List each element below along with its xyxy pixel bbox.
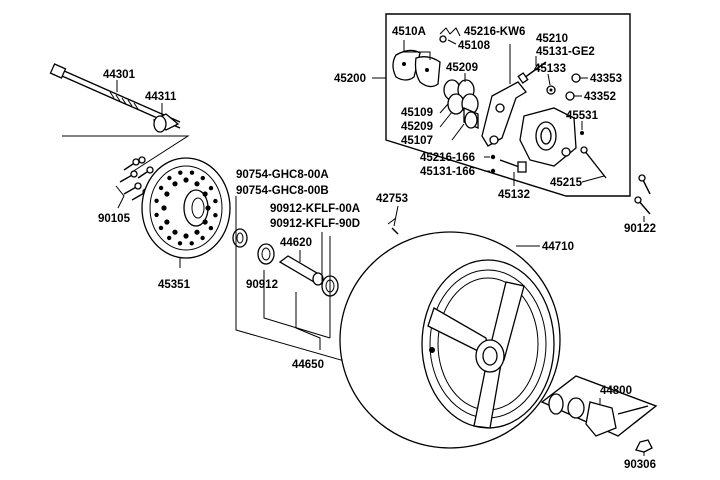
label-45210: 45210 bbox=[536, 33, 568, 45]
label-45216kw6: 45216-KW6 bbox=[464, 26, 525, 38]
oil-seal-left bbox=[232, 228, 248, 248]
disc-vent-hole bbox=[213, 213, 218, 218]
label-43352: 43352 bbox=[584, 91, 616, 103]
leader-44650 bbox=[295, 292, 321, 350]
disc-vent-hole bbox=[183, 177, 189, 183]
label-90754b: 90754-GHC8-00B bbox=[236, 185, 329, 197]
label-90105: 90105 bbox=[98, 213, 131, 225]
leader-45209b bbox=[439, 111, 453, 128]
label-45531: 45531 bbox=[566, 110, 599, 122]
label-90912b: 90912-KFLF-90D bbox=[270, 218, 360, 230]
disc-vent-hole bbox=[200, 235, 205, 241]
label-45131ge2: 45131-GE2 bbox=[536, 46, 595, 58]
disc-vent-hole bbox=[205, 205, 211, 211]
label-44620: 44620 bbox=[280, 237, 312, 249]
disc-vent-hole bbox=[208, 185, 214, 191]
disc-vent-hole bbox=[164, 191, 170, 197]
label-44311: 44311 bbox=[145, 91, 177, 103]
label-44710: 44710 bbox=[542, 241, 574, 253]
label-45108: 45108 bbox=[458, 40, 491, 52]
label-90912: 90912 bbox=[246, 279, 278, 291]
speedometer-gearbox bbox=[540, 375, 658, 437]
axle-collar bbox=[152, 113, 180, 133]
leader-45107 bbox=[451, 123, 465, 141]
label-44301: 44301 bbox=[103, 69, 136, 81]
disc-vent-hole bbox=[164, 219, 170, 225]
label-90912a: 90912-KFLF-00A bbox=[270, 203, 360, 215]
brake-disc bbox=[141, 157, 231, 259]
disc-vent-hole bbox=[208, 225, 214, 231]
label-4510A: 4510A bbox=[392, 26, 426, 38]
label-45215: 45215 bbox=[550, 177, 583, 189]
disc-vent-hole bbox=[172, 229, 178, 235]
distance-sleeve bbox=[278, 255, 324, 286]
label-45109: 45109 bbox=[401, 107, 433, 119]
pad-spring bbox=[439, 27, 461, 43]
label-90306: 90306 bbox=[624, 459, 656, 471]
disc-vent-hole bbox=[167, 175, 172, 181]
brake-pads bbox=[392, 49, 441, 88]
label-45132: 45132 bbox=[498, 189, 530, 201]
label-45209a: 45209 bbox=[446, 62, 478, 74]
axle-guide-lines bbox=[62, 135, 190, 173]
leader-42753 bbox=[393, 205, 399, 227]
leader-90912 bbox=[263, 270, 331, 339]
label-42753: 42753 bbox=[376, 193, 408, 205]
caliper-bracket bbox=[481, 81, 527, 147]
disc-vent-hole bbox=[178, 170, 183, 175]
label-45107: 45107 bbox=[401, 135, 433, 147]
leader-45215 bbox=[581, 175, 605, 183]
label-45133: 45133 bbox=[534, 63, 566, 75]
label-45131_166: 45131-166 bbox=[420, 166, 475, 178]
leader-45133 bbox=[547, 73, 551, 86]
tire-valve bbox=[387, 217, 399, 235]
disc-vent-hole bbox=[167, 235, 172, 241]
caliper-assembly-frame bbox=[385, 13, 631, 197]
disc-vent-hole bbox=[200, 175, 205, 181]
disc-vent-hole bbox=[189, 241, 194, 246]
disc-vent-hole bbox=[189, 170, 195, 175]
mount-bolt-set bbox=[490, 154, 527, 174]
slide-pin bbox=[580, 146, 607, 179]
disc-vent-hole bbox=[202, 219, 208, 225]
disc-vent-hole bbox=[202, 191, 208, 197]
caliper-bolt bbox=[517, 61, 547, 84]
caliper-pistons bbox=[443, 79, 479, 129]
disc-vent-hole bbox=[154, 198, 159, 203]
disc-vent-hole bbox=[154, 212, 159, 218]
bearing-left bbox=[257, 243, 275, 265]
label-45200: 45200 bbox=[334, 73, 366, 85]
caliper-mount-bolts bbox=[634, 174, 651, 215]
label-90122: 90122 bbox=[624, 223, 656, 235]
disc-vent-hole bbox=[158, 185, 164, 191]
label-45216_166: 45216-166 bbox=[420, 152, 475, 164]
disc-vent-hole bbox=[194, 229, 200, 235]
axle-nut bbox=[635, 439, 653, 453]
front-wheel bbox=[339, 231, 561, 449]
disc-vent-hole bbox=[172, 181, 178, 187]
caliper-body bbox=[519, 107, 577, 167]
disc-vent-hole bbox=[194, 181, 200, 187]
disc-vent-hole bbox=[177, 241, 183, 246]
label-44800: 44800 bbox=[600, 385, 632, 397]
disc-vent-hole bbox=[213, 198, 218, 204]
disc-vent-hole bbox=[158, 225, 164, 231]
leader-4510A bbox=[403, 40, 431, 60]
leader-45108 bbox=[447, 39, 457, 45]
leader-45109 bbox=[439, 103, 449, 114]
disc-vent-hole bbox=[161, 205, 167, 211]
label-45209b: 45209 bbox=[401, 121, 433, 133]
label-90754a: 90754-GHC8-00A bbox=[236, 169, 329, 181]
leader-90105 bbox=[115, 185, 125, 209]
label-45351: 45351 bbox=[158, 279, 191, 291]
label-44650: 44650 bbox=[292, 359, 324, 371]
bleeder-screw bbox=[546, 85, 556, 95]
disc-vent-hole bbox=[183, 233, 189, 239]
label-43353: 43353 bbox=[590, 73, 622, 85]
